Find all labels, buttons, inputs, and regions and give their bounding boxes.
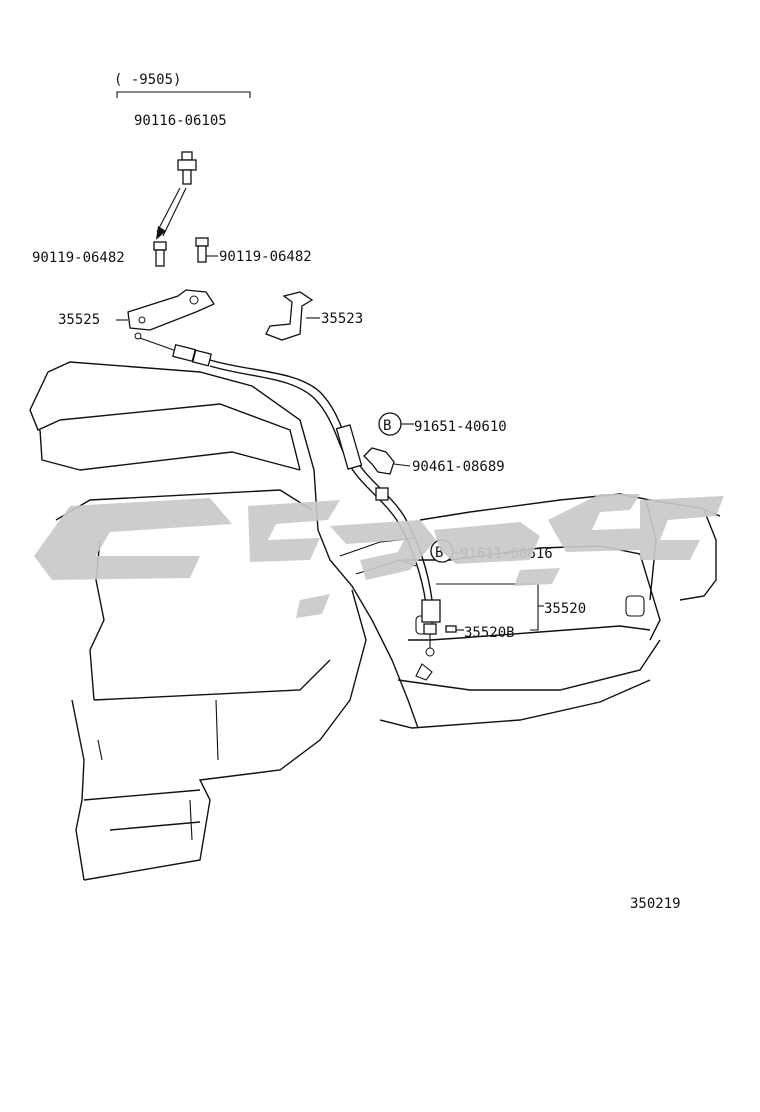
clip-90461-icon [363,447,395,475]
diagram-code: 350219 [630,896,681,912]
bracket-35525-icon [127,289,215,331]
callout-90461-08689: 90461-08689 [412,459,505,475]
bolt-90116-icon [177,151,197,185]
leader-line [393,463,411,467]
callout-35523: 35523 [321,311,363,327]
throttle-cable-icon [134,332,441,657]
transmission-housing [29,361,721,881]
range-bracket [116,91,251,98]
callout-35520: 35520 [544,601,586,617]
bolt-90119-left-icon [153,241,167,267]
callout-90116-06105: 90116-06105 [134,113,227,129]
callout-35520B: 35520B [464,625,515,641]
bracket-35523-icon [265,291,314,341]
watermark-logo [34,494,724,618]
b-marker-91651: B [383,418,391,434]
b-marker-91611: B [435,545,443,561]
arrow-icon [156,187,187,240]
callout-90119-06482-left: 90119-06482 [32,250,125,266]
clip-35520b-icon [445,625,457,633]
callout-90119-06482-right: 90119-06482 [219,249,312,265]
callout-35525: 35525 [58,312,100,328]
bracket-35520-leader [436,583,539,631]
callout-91651-40610: 91651-40610 [414,419,507,435]
range-label: ( -9505) [114,72,181,88]
bolt-90119-right-icon [195,237,209,263]
